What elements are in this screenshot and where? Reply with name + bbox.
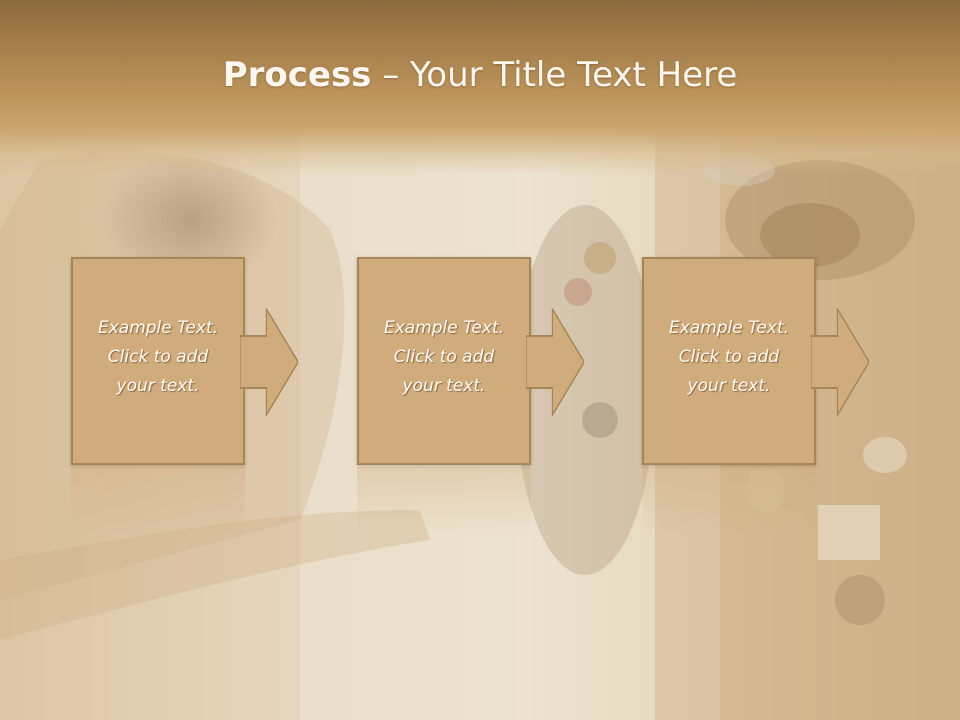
- step-3-box[interactable]: Example Text. Click to add your text.: [642, 257, 816, 465]
- slide-title[interactable]: Process – Your Title Text Here: [0, 55, 960, 95]
- step-1-text: Example Text. Click to add your text.: [73, 314, 243, 401]
- step-1-arrow: [240, 308, 298, 416]
- step-2-line-2: Click to add: [393, 347, 495, 367]
- step-2-line-3: your text.: [402, 376, 486, 396]
- step-1-reflection: [71, 467, 245, 537]
- step-2-text: Example Text. Click to add your text.: [359, 314, 529, 401]
- step-1-box[interactable]: Example Text. Click to add your text.: [71, 257, 245, 465]
- step-3-line-2: Click to add: [678, 347, 780, 367]
- step-1-line-1: Example Text.: [97, 318, 219, 338]
- step-3-reflection: [642, 467, 816, 537]
- step-3-arrow: [811, 308, 869, 416]
- step-3-text: Example Text. Click to add your text.: [644, 314, 814, 401]
- step-2-arrow: [526, 308, 584, 416]
- step-1-line-2: Click to add: [107, 347, 209, 367]
- title-bold-part: Process: [222, 55, 372, 95]
- title-header-band: [0, 0, 960, 175]
- step-2-reflection: [357, 467, 531, 537]
- title-rest-part: – Your Title Text Here: [371, 55, 738, 95]
- step-2-box[interactable]: Example Text. Click to add your text.: [357, 257, 531, 465]
- step-3-line-1: Example Text.: [668, 318, 790, 338]
- step-3-line-3: your text.: [687, 376, 771, 396]
- step-1-line-3: your text.: [116, 376, 200, 396]
- step-2-line-1: Example Text.: [383, 318, 505, 338]
